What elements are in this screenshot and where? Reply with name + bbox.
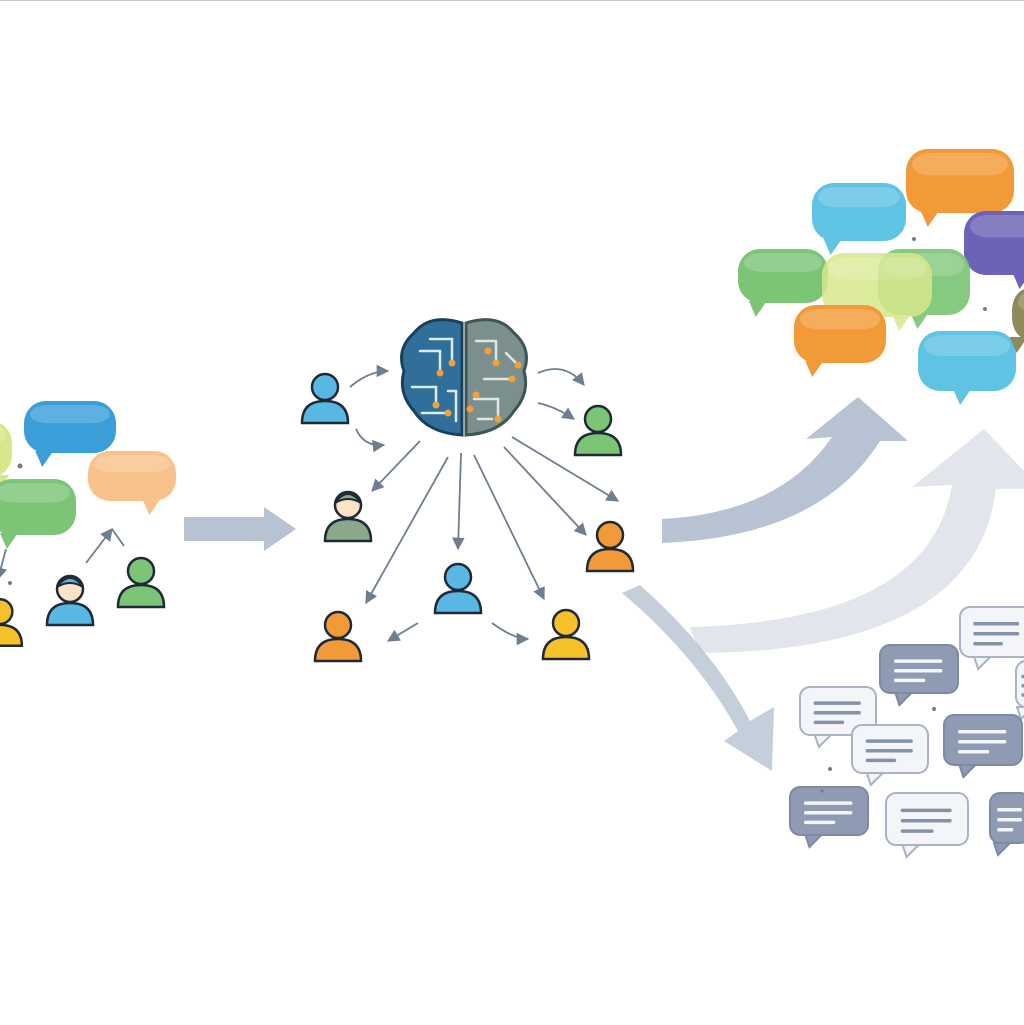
- flow-arrow: [690, 429, 1024, 653]
- speech-bubble-icon: [918, 331, 1016, 405]
- speech-bubble-icon: [964, 211, 1024, 289]
- brain-circuit-icon: [400, 318, 528, 437]
- arrow-line: [111, 528, 125, 547]
- dot: [17, 463, 23, 469]
- arrow-line: [85, 527, 113, 564]
- message-lines-icon: [799, 686, 877, 749]
- message-lines-icon: [879, 644, 959, 707]
- person-icon: [323, 490, 373, 543]
- flow-arrow: [622, 585, 774, 771]
- arrow-line: [537, 402, 576, 420]
- speech-bubble-icon: [1009, 289, 1024, 353]
- speech-bubble-icon: [88, 451, 176, 515]
- message-lines-icon: [885, 792, 969, 859]
- person-icon: [313, 610, 363, 663]
- arrow-line: [537, 368, 585, 386]
- person-icon: [433, 562, 483, 615]
- speech-bubble-icon: [738, 249, 828, 317]
- person-icon: [300, 372, 350, 425]
- speech-bubble-icon: [822, 253, 932, 331]
- message-lines-icon: [959, 606, 1024, 671]
- person-icon: [116, 556, 166, 609]
- person-icon: [573, 404, 623, 457]
- speech-bubble-icon: [906, 149, 1014, 227]
- arrow-line: [365, 456, 449, 605]
- arrow-line: [511, 436, 620, 502]
- arrow-line: [452, 452, 465, 551]
- person-icon: [45, 574, 95, 627]
- message-lines-icon: [989, 792, 1024, 857]
- speech-bubble-icon: [812, 183, 906, 255]
- arrow-line: [473, 454, 545, 601]
- dot: [912, 237, 916, 241]
- arrow-line: [386, 622, 419, 642]
- speech-bubble-icon: [794, 305, 886, 377]
- arrow-line: [371, 440, 421, 492]
- message-lines-icon: [943, 714, 1023, 779]
- message-lines-icon: [1015, 660, 1024, 721]
- arrow-line: [491, 622, 530, 646]
- flow-arrow: [184, 507, 296, 551]
- person-icon: [541, 608, 591, 661]
- dot: [983, 307, 987, 311]
- arrow-line: [349, 364, 390, 388]
- speech-bubble-icon: [0, 479, 76, 549]
- dot: [820, 789, 824, 793]
- person-icon: [0, 598, 24, 648]
- arrow-line: [0, 548, 8, 581]
- message-lines-icon: [851, 724, 929, 787]
- message-lines-icon: [789, 786, 869, 849]
- person-icon: [585, 520, 635, 573]
- dot: [932, 707, 936, 711]
- speech-bubble-icon: [24, 401, 116, 467]
- flow-arrow: [662, 397, 908, 543]
- dot: [8, 581, 12, 585]
- arrow-line: [503, 446, 587, 536]
- arrow-line: [355, 428, 386, 453]
- dot: [828, 767, 832, 771]
